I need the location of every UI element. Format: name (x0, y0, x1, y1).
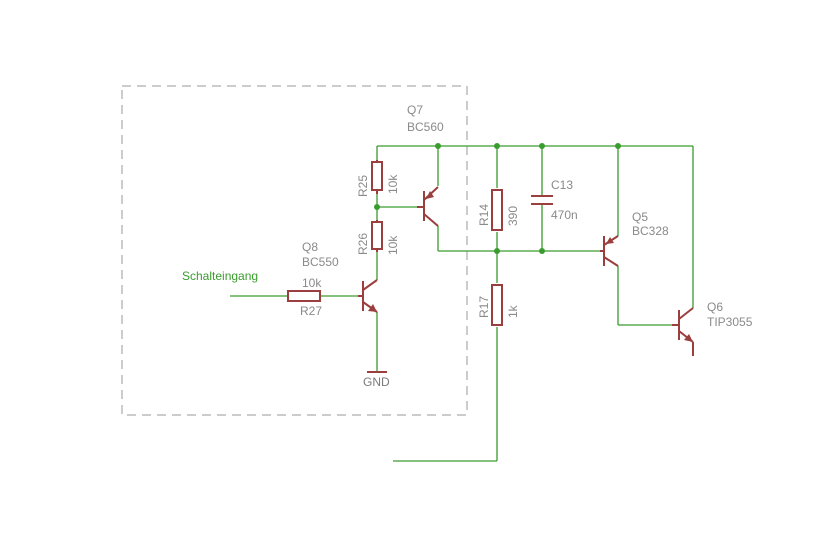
r14-resistor-symbol (491, 189, 503, 231)
r27-value-label: 10k (302, 276, 322, 290)
q8-npn-transistor-symbol (358, 279, 378, 313)
r26-value-label: 10k (386, 235, 400, 255)
q5-name-label: Q5 (632, 210, 648, 224)
q8-value-label: BC550 (302, 255, 339, 269)
wires (230, 145, 694, 462)
junctions (374, 143, 621, 254)
r14-name-label: R14 (477, 204, 491, 226)
r14-value-label: 390 (506, 206, 520, 226)
q5-pnp-transistor-symbol (600, 235, 619, 267)
c13-capacitor-symbol (531, 195, 553, 205)
q7-value-label: BC560 (407, 120, 444, 134)
q6-npn-transistor-symbol (672, 307, 694, 356)
ground-label: GND (363, 375, 390, 389)
q7-pnp-transistor-symbol (417, 186, 439, 227)
r26-name-label: R26 (356, 233, 370, 255)
r27-name-label: R27 (300, 304, 322, 318)
r25-resistor-symbol (371, 160, 383, 194)
r17-value-label: 1k (506, 304, 520, 318)
q8-name-label: Q8 (302, 240, 318, 254)
dashed-frame (121, 85, 468, 416)
r26-resistor-symbol (371, 220, 383, 252)
r25-value-label: 10k (386, 174, 400, 194)
q7-name-label: Q7 (407, 103, 423, 117)
q5-value-label: BC328 (632, 224, 669, 238)
r17-name-label: R17 (477, 296, 491, 318)
r27-resistor-symbol (287, 290, 321, 302)
net-label-switch-input: Schalteingang (182, 269, 258, 283)
q6-name-label: Q6 (707, 300, 723, 314)
q6-value-label: TIP3055 (707, 315, 753, 329)
r25-name-label: R25 (356, 175, 370, 197)
c13-name-label: C13 (551, 178, 573, 192)
r17-resistor-symbol (491, 284, 503, 326)
c13-value-label: 470n (551, 208, 578, 222)
